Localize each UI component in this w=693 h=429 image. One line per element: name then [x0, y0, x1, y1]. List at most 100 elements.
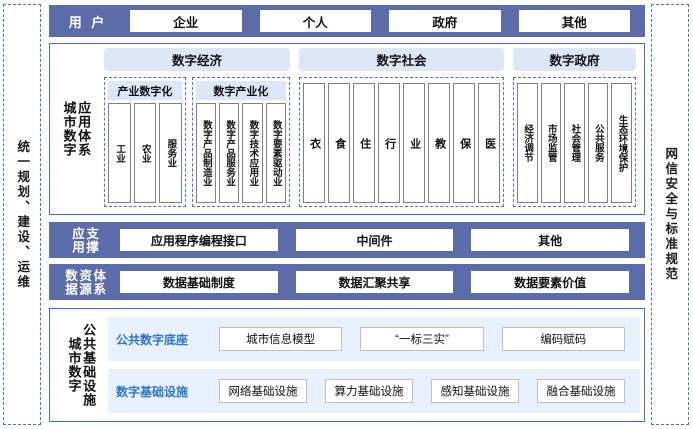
leaf-business[interactable]: 业 [403, 83, 425, 203]
user-bar: 用 户 企业 个人 政府 其他 [49, 5, 645, 37]
leaf-ecological-protection[interactable]: 生态环境保护 [611, 83, 632, 203]
user-item-other[interactable]: 其他 [518, 10, 630, 32]
left-rail-unified-planning: 统一规划、建设、运维 [3, 4, 41, 425]
user-item-individual[interactable]: 个人 [259, 10, 371, 32]
support-band-label: 应用 支撑 [56, 227, 111, 254]
infra-item-sensing-infrastructure[interactable]: 感知基础设施 [431, 379, 519, 403]
support-label-support: 支撑 [84, 226, 99, 254]
domain-digital-government: 数字政府 经济调节 市场监管 社会管理 公共服务 生态环境保护 [513, 48, 636, 207]
leaf-label: 工业 [114, 143, 126, 163]
leaf-housing[interactable]: 住 [353, 83, 375, 203]
infrastructure-side-label: 城市数字 公共基础设施 [54, 313, 108, 417]
infra-items-digital-infrastructure: 网络基础设施 算力基础设施 感知基础设施 融合基础设施 [210, 379, 634, 403]
leaf-education[interactable]: 教 [428, 83, 450, 203]
leaf-label: 行 [383, 137, 396, 149]
leaf-label: 数字产品制造业 [200, 119, 212, 187]
leaf-insurance[interactable]: 保 [453, 83, 475, 203]
infra-item-network-infrastructure[interactable]: 网络基础设施 [219, 379, 307, 403]
application-system-side-label: 城市数字 应用体系 [50, 44, 102, 214]
domain-digital-society: 数字社会 衣 食 住 行 业 教 保 医 [299, 48, 504, 207]
user-item-enterprise[interactable]: 企业 [130, 10, 242, 32]
domain-title-digital-government: 数字政府 [513, 48, 636, 71]
data-item-aggregation-sharing[interactable]: 数据汇聚共享 [295, 271, 454, 293]
leaf-row-government: 经济调节 市场监管 社会管理 公共服务 生态环境保护 [517, 83, 632, 203]
data-label-data: 数据 [62, 268, 77, 296]
leaf-digital-product-services[interactable]: 数字产品服务业 [219, 103, 240, 203]
infra-items-public-digital-base: 城市信息模型 “一标三实” 编码赋码 [210, 327, 634, 351]
subgroup-digital-industrialization: 数字产业化 数字产品制造业 数字产品服务业 数字技术应用业 数字要素驱动业 [191, 77, 290, 207]
app-side-label-app-system: 应用体系 [76, 101, 92, 157]
user-bar-items: 企业 个人 政府 其他 [121, 10, 639, 32]
data-item-basic-system[interactable]: 数据基础制度 [120, 271, 278, 293]
app-side-label-city-digital: 城市数字 [61, 101, 77, 157]
leaf-label: 食 [333, 137, 346, 149]
leaf-market-supervision[interactable]: 市场监管 [540, 83, 562, 203]
subgroup-title-industry-digitalization: 产业数字化 [108, 81, 182, 100]
leaf-label: 教 [433, 137, 446, 149]
infra-row-label-digital-infrastructure: 数字基础设施 [116, 384, 189, 399]
leaf-row-digital-industrialization: 数字产品制造业 数字产品服务业 数字技术应用业 数字要素驱动业 [195, 103, 287, 203]
data-resource-band: 数据 资源 体系 数据基础制度 数据汇聚共享 数据要素价值 [49, 264, 645, 300]
infrastructure-rows: 公共数字底座 城市信息模型 “一标三实” 编码赋码 数字基础设施 网络基础设施 … [108, 313, 640, 417]
infra-item-computing-infrastructure[interactable]: 算力基础设施 [325, 379, 413, 403]
data-item-factor-value[interactable]: 数据要素价值 [471, 271, 630, 293]
leaf-label: 业 [408, 137, 421, 149]
leaf-social-management[interactable]: 社会管理 [564, 83, 585, 203]
user-item-government[interactable]: 政府 [389, 10, 501, 32]
infra-row-public-digital-base: 公共数字底座 城市信息模型 “一标三实” 编码赋码 [108, 317, 640, 361]
leaf-row-society: 衣 食 住 行 业 教 保 医 [303, 83, 500, 203]
leaf-service-industry[interactable]: 服务业 [159, 103, 182, 203]
leaf-industry[interactable]: 工业 [108, 103, 131, 203]
right-rail-label: 网信安全与标准规范 [663, 147, 678, 282]
leaf-digital-product-manufacturing[interactable]: 数字产品制造业 [195, 103, 217, 203]
data-label-resource: 资源 [77, 268, 92, 296]
infra-side-label-city-digital: 城市数字 [66, 337, 82, 393]
subgroup-government-items: 经济调节 市场监管 社会管理 公共服务 生态环境保护 [513, 77, 636, 207]
support-band-items: 应用程序编程接口 中间件 其他 [111, 229, 638, 251]
leaf-label: 保 [458, 137, 471, 149]
leaf-label: 衣 [308, 137, 321, 149]
user-bar-label: 用 户 [68, 14, 108, 30]
subgroup-title-digital-industrialization: 数字产业化 [195, 81, 286, 100]
leaf-label: 数字要素驱动业 [270, 119, 282, 187]
infra-item-integrated-infrastructure[interactable]: 融合基础设施 [537, 379, 625, 403]
leaf-label: 社会管理 [569, 124, 581, 162]
infra-side-label-public-infra: 公共基础设施 [81, 323, 97, 407]
infra-item-coding-assignment[interactable]: 编码赋码 [501, 327, 625, 351]
infra-item-city-information-model[interactable]: 城市信息模型 [219, 327, 343, 351]
leaf-label: 住 [358, 137, 371, 149]
leaf-agriculture[interactable]: 农业 [133, 103, 157, 203]
infra-row-label-public-digital-base: 公共数字底座 [116, 332, 189, 347]
data-band-items: 数据基础制度 数据汇聚共享 数据要素价值 [111, 271, 638, 293]
leaf-clothing[interactable]: 衣 [303, 83, 325, 203]
right-rail-security-standards: 网信安全与标准规范 [651, 4, 689, 425]
leaf-digital-factor-driven[interactable]: 数字要素驱动业 [265, 103, 287, 203]
data-label-system: 体系 [91, 268, 106, 296]
support-item-api[interactable]: 应用程序编程接口 [120, 229, 278, 251]
support-label-application: 应用 [70, 226, 84, 254]
leaf-label: 医 [483, 137, 496, 149]
leaf-food[interactable]: 食 [328, 83, 350, 203]
left-rail-label: 统一规划、建设、运维 [15, 139, 30, 290]
support-item-middleware[interactable]: 中间件 [295, 229, 454, 251]
domain-body-digital-government: 经济调节 市场监管 社会管理 公共服务 生态环境保护 [513, 77, 636, 207]
infra-item-one-standard-three-reals[interactable]: “一标三实” [360, 327, 484, 351]
data-band-label: 数据 资源 体系 [56, 269, 111, 296]
leaf-label: 农业 [139, 143, 151, 163]
leaf-digital-technology-application[interactable]: 数字技术应用业 [242, 103, 263, 203]
application-domain-columns: 数字经济 产业数字化 工业 农业 服务业 数字产业化 数字产品制造业 [102, 44, 644, 214]
domain-title-digital-economy: 数字经济 [104, 48, 290, 71]
leaf-medical[interactable]: 医 [478, 83, 500, 203]
leaf-public-services[interactable]: 公共服务 [587, 83, 609, 203]
leaf-economic-regulation[interactable]: 经济调节 [517, 83, 538, 203]
domain-body-digital-economy: 产业数字化 工业 农业 服务业 数字产业化 数字产品制造业 数字产品服务业 数字… [104, 77, 290, 207]
domain-body-digital-society: 衣 食 住 行 业 教 保 医 [299, 77, 504, 207]
application-system-panel: 城市数字 应用体系 数字经济 产业数字化 工业 农业 服务业 [49, 43, 645, 215]
leaf-label: 公共服务 [592, 124, 604, 162]
leaf-label: 生态环境保护 [616, 114, 628, 172]
application-support-band: 应用 支撑 应用程序编程接口 中间件 其他 [49, 222, 645, 258]
leaf-travel[interactable]: 行 [378, 83, 400, 203]
support-item-other[interactable]: 其他 [471, 229, 630, 251]
leaf-label: 市场监管 [545, 124, 557, 162]
